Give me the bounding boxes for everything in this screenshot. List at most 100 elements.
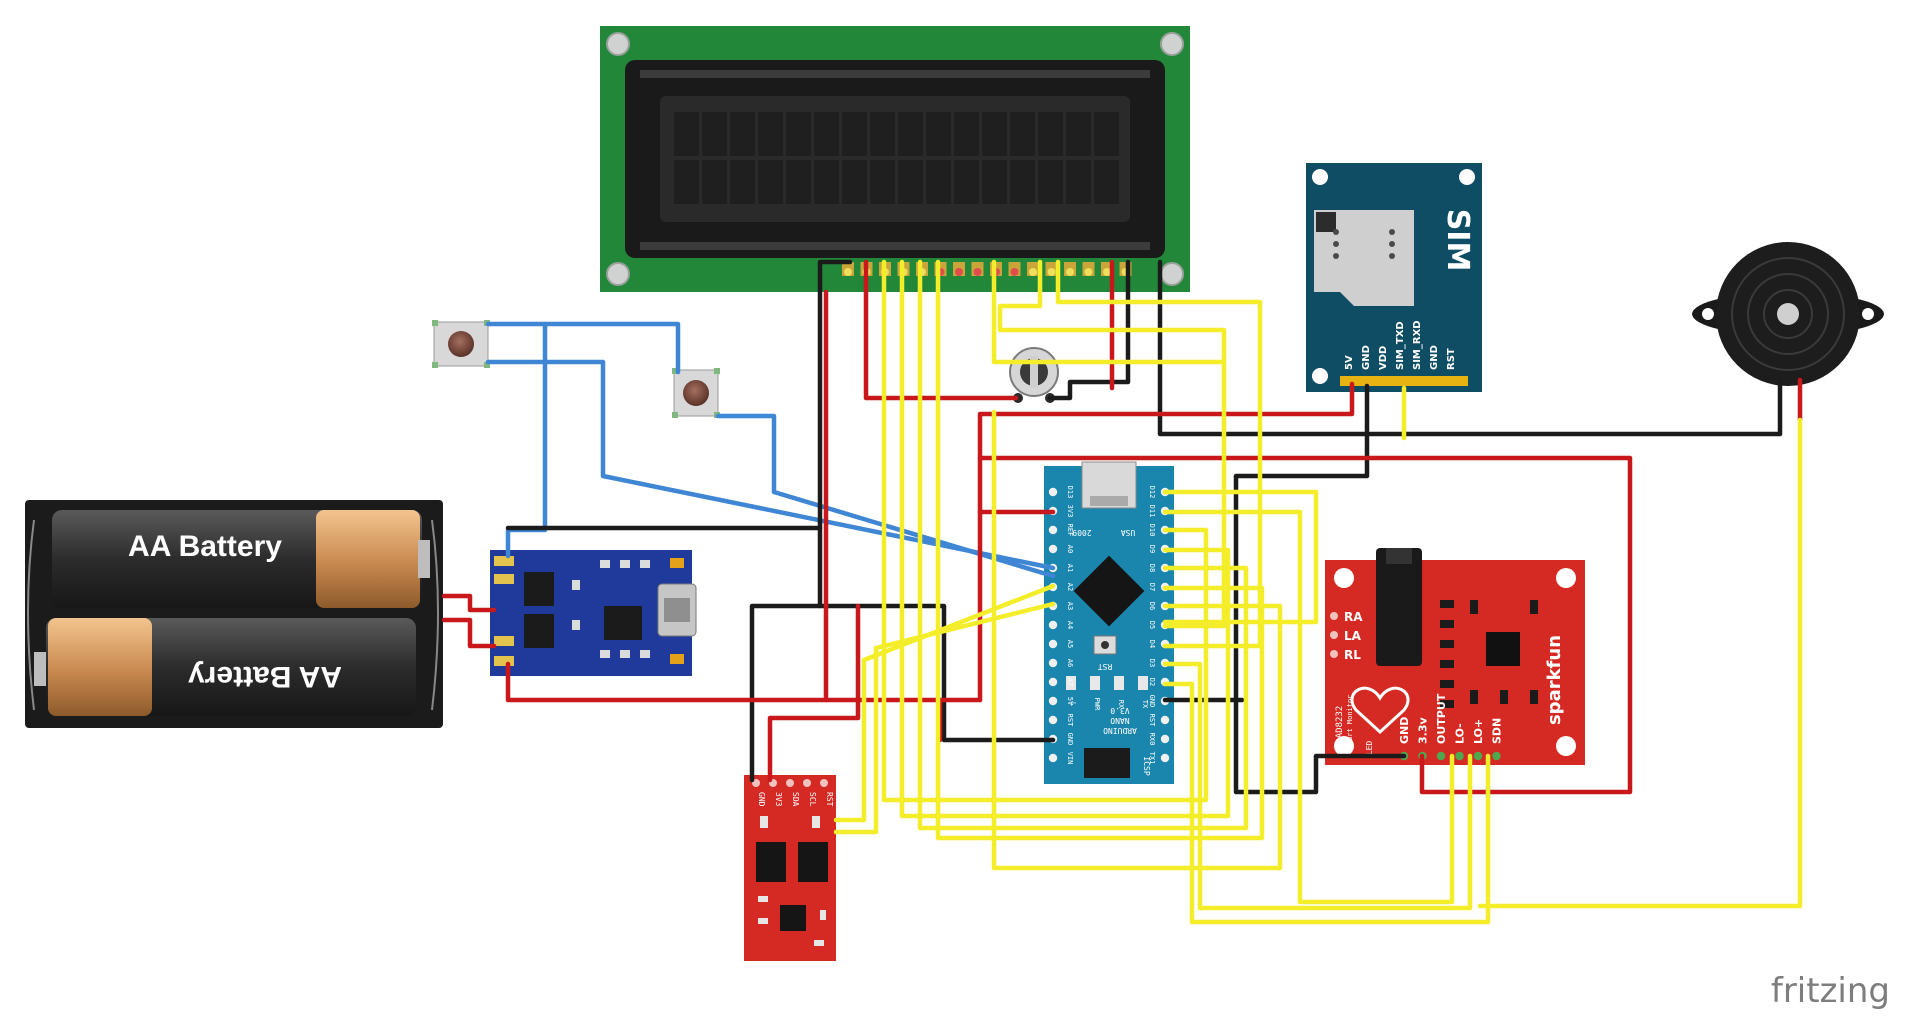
heart-bottom-pin <box>1436 751 1446 761</box>
wire-gnd-imu <box>749 525 823 783</box>
battery-holder: AA Battery AA Battery <box>25 500 443 728</box>
nano-pin-left <box>1048 658 1058 668</box>
lcd-pin-pad <box>1029 268 1037 276</box>
heart-bottom-pin-label: 3.3v <box>1417 717 1430 744</box>
wire-imu-sda <box>833 583 1056 823</box>
lcd-pin-pad <box>1047 268 1056 276</box>
heart-bottom-pin-label: LO- <box>1454 723 1467 744</box>
nano-pin-left <box>1048 639 1058 649</box>
nano-pin-left <box>1048 620 1058 630</box>
nano-pin-left <box>1048 487 1058 497</box>
nano-title-2: NANO <box>1110 716 1129 725</box>
wire-lcd-vdd <box>863 259 1019 401</box>
lcd-cell <box>954 112 979 156</box>
heart-side-pin <box>1330 631 1338 639</box>
lcd-cell <box>1010 112 1035 156</box>
nano-pin-right <box>1160 753 1170 763</box>
gsm-pin-label: GND <box>1361 345 1372 370</box>
gsm-pin-label: SIM_RXD <box>1412 320 1423 370</box>
nano-title-1: ARDUINO <box>1103 726 1137 735</box>
nano-pin-label-left: 3V3 <box>1066 505 1074 518</box>
sim-card-holder <box>1314 210 1414 306</box>
nano-pin-label-right: RX0 <box>1148 733 1156 746</box>
gsm-pin-label: RST <box>1446 348 1457 370</box>
lcd-cell <box>954 160 979 204</box>
nano-pin-left <box>1048 544 1058 554</box>
lcd-cell <box>982 112 1007 156</box>
potentiometer <box>1009 347 1059 403</box>
lcd-pin-pad <box>1084 268 1093 276</box>
nano-pin-label-right: D11 <box>1148 505 1156 518</box>
heart-brand: sparkfun <box>1544 635 1565 725</box>
wire-button1-to-charger <box>505 321 548 559</box>
nano-model: 2009 <box>1072 528 1091 537</box>
gsm-pin-label: VDD <box>1378 346 1389 370</box>
lcd-cell <box>1038 160 1063 204</box>
heart-side-pin-label: RL <box>1344 648 1361 662</box>
wire-heart-lo-minus <box>1162 661 1473 911</box>
wire-lcd-d7 <box>935 259 1265 841</box>
wire-button2-to-a2 <box>715 413 1056 579</box>
nano-pin-label-left: 5V <box>1066 697 1074 706</box>
heart-side-pin <box>1330 650 1338 658</box>
imu-pin-label: SDA <box>791 792 800 807</box>
sim-label: SIM <box>1440 209 1475 272</box>
nano-pin-label-left: A3 <box>1066 602 1074 610</box>
nano-pin-left <box>1048 677 1058 687</box>
gsm-pin-label: SIM_TXD <box>1395 321 1406 370</box>
nano-pin-label-right: D6 <box>1148 602 1156 610</box>
wire-battery-minus <box>441 617 497 649</box>
wire-gnd-heart <box>1233 383 1407 795</box>
lcd-cell <box>758 112 783 156</box>
wire-gnd-lcd <box>505 259 853 531</box>
heart-bottom-pin <box>1492 751 1501 761</box>
nano-pin-left <box>1048 753 1058 763</box>
nano-pin-left <box>1048 715 1058 725</box>
wire-button-link <box>485 321 681 375</box>
heart-bottom-pin-label: SDN <box>1491 718 1504 744</box>
nano-pin-label-right: D12 <box>1148 486 1156 499</box>
lcd-cell <box>786 160 811 204</box>
heart-bottom-pin-label: OUTPUT <box>1435 693 1448 744</box>
lcd-pin-pad <box>1103 268 1111 276</box>
nano-title-3: V3.0 <box>1110 706 1129 715</box>
nano-pin-label-left: VIN <box>1066 752 1074 765</box>
nano-pin-label-left: A2 <box>1066 583 1074 591</box>
wire-battery-plus <box>441 593 497 613</box>
nano-pin-label-right: D8 <box>1148 564 1156 572</box>
lcd-cell <box>926 160 951 204</box>
nano-pin-label-right: TX1 <box>1148 752 1156 765</box>
nano-origin: USA <box>1121 528 1136 537</box>
lcd-cell <box>674 160 699 204</box>
wire-heart-3v3 <box>977 455 1633 795</box>
nano-led-label: PWR <box>1093 698 1101 711</box>
heart-bottom-pin <box>1473 751 1483 761</box>
lcd-cell <box>898 160 923 204</box>
nano-pin-label-right: RST <box>1148 714 1156 727</box>
audio-jack <box>1376 548 1422 666</box>
lcd-cell <box>982 160 1007 204</box>
heart-bottom-pin-label: LO+ <box>1472 719 1485 744</box>
battery-bottom: AA Battery <box>34 618 416 716</box>
nano-pin-label-right: GND <box>1148 695 1156 708</box>
gsm-header <box>1340 376 1468 386</box>
nano-pin-label-left: D13 <box>1066 486 1074 499</box>
lcd-pin-pad <box>844 268 852 276</box>
wire-lcd-d4 <box>881 259 1209 803</box>
lcd-cell <box>1066 112 1091 156</box>
nano-icsp-header <box>1084 748 1130 778</box>
lcd-cell <box>814 160 839 204</box>
heart-logo <box>1350 686 1410 735</box>
nano-pin-label-right: D2 <box>1148 678 1156 686</box>
lcd-cell <box>786 112 811 156</box>
nano-pin-label-left: RST <box>1066 714 1074 727</box>
nano-rst-label: RST <box>1098 662 1113 671</box>
heart-side-pin-label: RA <box>1344 610 1363 624</box>
wire-heart-lo-plus <box>1162 681 1491 925</box>
nano-pin-label-right: D7 <box>1148 583 1156 591</box>
